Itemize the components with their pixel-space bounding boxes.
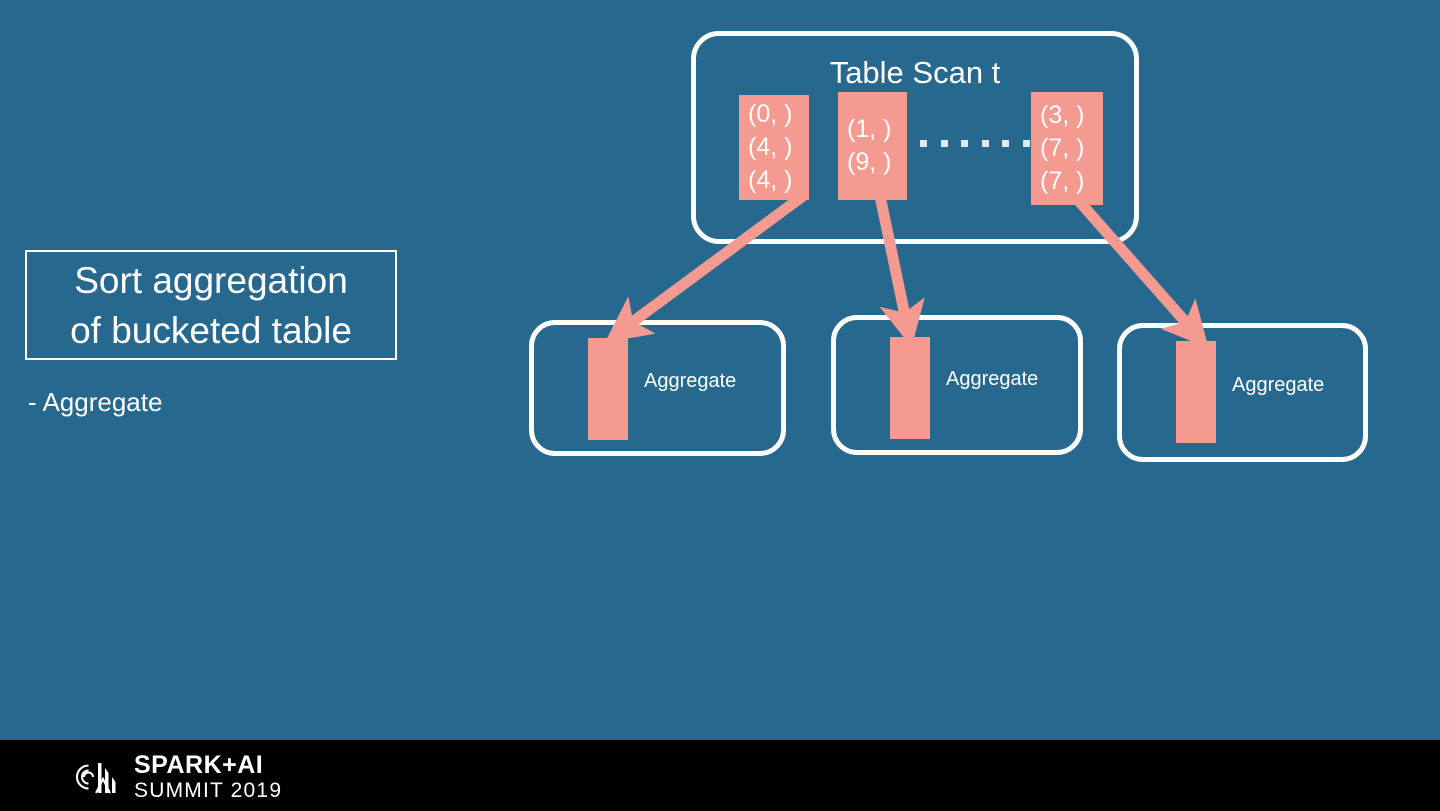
ellipsis-dot	[920, 139, 927, 147]
bucket-row: (4, )	[748, 166, 793, 194]
aggregate-bar-1	[890, 337, 930, 439]
bucket-row: (9, )	[847, 148, 892, 176]
bucket-row: (7, )	[1040, 134, 1085, 162]
ellipsis-dot	[940, 139, 948, 147]
spark-ai-summit-logo: SPARK+AI SUMMIT 2019	[72, 753, 282, 801]
ellipsis-icon	[920, 137, 1030, 149]
bucket-1: (1, ) (9, )	[838, 92, 907, 200]
aggregate-label-0: Aggregate	[644, 370, 737, 392]
table-scan-title: Table Scan t	[829, 55, 1001, 90]
aggregate-label-2: Aggregate	[1232, 374, 1325, 396]
bucket-row: (0, )	[748, 100, 793, 128]
logo-line-2: SUMMIT 2019	[134, 779, 283, 802]
logo-wordmark: SPARK+AI SUMMIT 2019	[134, 751, 283, 802]
aggregate-label-1: Aggregate	[946, 368, 1039, 390]
caption-outline	[25, 250, 397, 360]
aggregate-box-1	[831, 315, 1083, 455]
bucket-row: (7, )	[1040, 167, 1085, 195]
ellipsis-dot	[961, 139, 969, 147]
bucket-2: (3, ) (7, ) (7, )	[1031, 92, 1103, 205]
bucket-0: (0, ) (4, ) (4, )	[739, 95, 809, 200]
caption-bullet: - Aggregate	[28, 387, 163, 417]
aggregate-bar-2	[1176, 341, 1216, 443]
footer-bar	[0, 740, 1440, 811]
spark-logo-icon	[76, 763, 116, 794]
ellipsis-dot	[981, 139, 989, 147]
bucket-row: (1, )	[847, 115, 892, 143]
aggregate-bar-0	[588, 338, 628, 440]
ellipsis-dot	[1002, 139, 1010, 147]
page-title: Sort aggregation of bucketed table	[70, 260, 352, 351]
bucket-row: (3, )	[1040, 101, 1085, 129]
logo-line-1: SPARK+AI	[134, 751, 264, 779]
ellipsis-dot	[1022, 139, 1030, 147]
table-scan-container	[691, 31, 1139, 244]
aggregate-box-2	[1117, 323, 1368, 462]
bucket-row: (4, )	[748, 133, 793, 161]
